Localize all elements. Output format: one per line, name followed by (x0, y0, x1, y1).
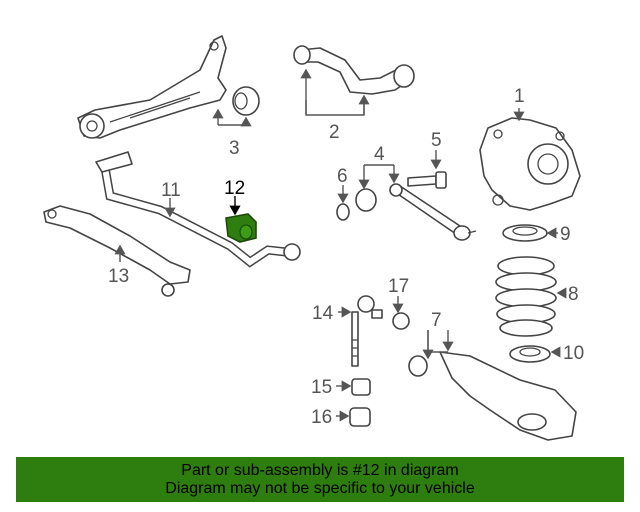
steering-knuckle (479, 117, 581, 211)
banner-line-disclaimer: Diagram may not be specific to your vehi… (165, 480, 475, 497)
callout-14: 14 (312, 303, 334, 324)
lower-control-arm (408, 351, 577, 441)
callout-8: 8 (568, 284, 579, 305)
callout-11: 11 (161, 180, 181, 201)
callout-5: 5 (431, 130, 442, 151)
callout-1: 1 (514, 86, 525, 107)
stabilizer-link-14 (351, 295, 383, 367)
callout-10: 10 (563, 343, 584, 364)
bushing-17 (392, 312, 410, 330)
callout-4: 4 (374, 144, 385, 165)
bushing-3 (232, 86, 260, 116)
callout-17: 17 (388, 276, 409, 297)
leader-lines (114, 68, 567, 422)
trailing-arm (77, 35, 227, 139)
callout-13: 13 (108, 266, 129, 287)
callout-9: 9 (560, 224, 571, 245)
lateral-link (355, 183, 477, 241)
callout-15: 15 (311, 377, 332, 398)
callout-6: 6 (337, 166, 348, 187)
info-banner: Part or sub-assembly is #12 in diagram D… (16, 457, 624, 502)
stabilizer-bar (95, 151, 301, 268)
callout-3: 3 (229, 138, 240, 159)
banner-line-part: Part or sub-assembly is #12 in diagram (181, 462, 459, 479)
bushing-15 (351, 378, 371, 396)
spring-seat-10 (509, 345, 551, 363)
parts-diagram: 1 2 3 4 5 6 7 8 9 10 11 12 13 14 15 16 1… (43, 35, 584, 441)
spring-seat-9 (502, 224, 548, 242)
washer-6 (336, 203, 350, 221)
callout-7: 7 (431, 310, 442, 331)
callout-2: 2 (329, 122, 340, 143)
bushing-16 (349, 407, 371, 427)
upper-control-arm (293, 45, 415, 95)
stabilizer-bushing-12 (225, 213, 257, 243)
bolt-5 (407, 171, 447, 189)
callout-16: 16 (311, 407, 332, 428)
coil-spring-8 (495, 256, 557, 337)
callout-12: 12 (224, 178, 245, 199)
